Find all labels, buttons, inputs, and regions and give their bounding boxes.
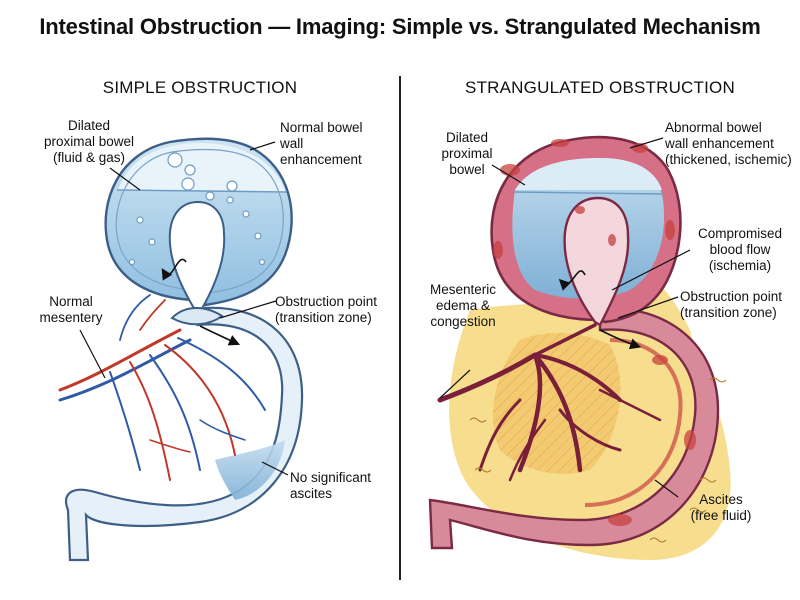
simple-leader-lines [79,141,289,476]
label-abnormal-wall-enhancement: Abnormal bowel wall enhancement (thicken… [665,120,792,167]
label-strangulated-dilated-bowel: Dilated proximal bowel [441,130,493,177]
panel-divider [399,76,401,580]
label-simple-dilated-bowel: Dilated proximal bowel (fluid & gas) [43,118,135,165]
figure-title: Intestinal Obstruction — Imaging: Simple… [39,14,761,39]
simple-mesenteric-vessels [58,294,266,481]
label-no-significant-ascites: No significant ascites [290,470,372,501]
simple-bowel-illustration [58,137,304,562]
simple-gas-bubbles [128,152,266,266]
strangulated-bowel-illustration [428,135,731,560]
strangulated-panel-title: STRANGULATED OBSTRUCTION [465,78,735,97]
label-simple-obstruction-point: Obstruction point (transition zone) [275,294,378,325]
ischemic-patches [493,139,696,526]
label-ascites-free-fluid: Ascites (free fluid) [690,492,752,523]
label-normal-mesentery: Normal mesentery [39,294,103,325]
label-compromised-blood-flow: Compromised blood flow (ischemia) [697,226,783,273]
strangulated-leader-lines [439,137,691,498]
simple-panel-title: SIMPLE OBSTRUCTION [102,78,298,97]
strangulated-loop-fold [563,196,630,327]
label-strangulated-obstruction-point: Obstruction point (transition zone) [680,289,783,320]
simple-distal-bowel [65,306,304,562]
congested-mesenteric-vessels [437,323,662,482]
simple-loop-fold [168,200,226,314]
ascites-wave-marks [469,377,727,543]
label-mesenteric-edema: Mesenteric edema & congestion [429,282,497,329]
label-normal-wall-enhancement: Normal bowel wall enhancement [280,120,363,167]
